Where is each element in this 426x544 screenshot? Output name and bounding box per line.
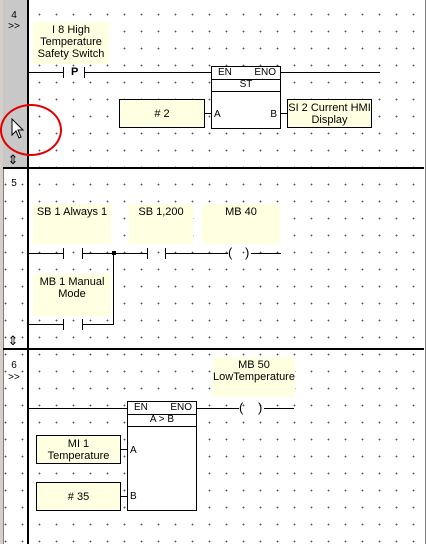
compare-function-block[interactable]: EN ENO A > B A B	[127, 401, 197, 511]
rung-separator	[3, 167, 424, 169]
pin-a-label: A	[130, 445, 137, 456]
positive-transition-symbol: P	[71, 66, 79, 78]
arrow-cursor-icon	[11, 117, 25, 143]
rung-4-contact-label[interactable]: I 8 High Temperature Safety Switch	[33, 22, 109, 64]
en-label: EN	[134, 402, 148, 413]
highlight-circle	[0, 104, 62, 156]
rung-5-resize-icon[interactable]: ⇕	[7, 333, 19, 348]
left-power-rail	[27, 0, 29, 544]
rung-4-resize-icon[interactable]: ⇕	[7, 152, 19, 167]
eno-label: ENO	[170, 402, 192, 413]
store-function-block[interactable]: EN ENO ST A B	[211, 66, 281, 129]
manual-mode-contact[interactable]	[63, 319, 64, 330]
rung-6-expand-icon[interactable]: >>	[8, 372, 20, 383]
rung-5-contact1-label[interactable]: SB 1 Always 1	[33, 204, 111, 244]
positive-transition-contact[interactable]	[63, 67, 64, 78]
pin-b-label: B	[270, 109, 277, 120]
rung-4-expand-icon[interactable]: >>	[8, 21, 20, 32]
mb50-coil[interactable]: (	[239, 400, 244, 415]
rung-5-contact2-label[interactable]: SB 1,200	[129, 204, 193, 244]
rung-5-contact3-label[interactable]: MB 1 Manual Mode	[33, 274, 111, 316]
en-label: EN	[218, 67, 232, 78]
rung-6-number: 6	[11, 360, 17, 371]
rung-separator	[3, 348, 424, 350]
rung-5-number: 5	[11, 178, 17, 189]
rung-6-input-a-operand[interactable]: MI 1 Temperature	[36, 435, 121, 464]
sb-1200-contact[interactable]	[147, 248, 148, 259]
rung-4-number: 4	[11, 10, 17, 21]
pin-b-label: B	[130, 491, 137, 502]
pin-a-label: A	[214, 109, 221, 120]
rung-5-coil-label[interactable]: MB 40	[202, 204, 280, 244]
always-1-contact[interactable]	[63, 248, 64, 259]
rung-4-output-b-operand[interactable]: SI 2 Current HMI Display	[287, 99, 372, 128]
mb40-coil[interactable]: (	[228, 245, 233, 260]
rung-6-coil-label[interactable]: MB 50 LowTemperature	[213, 357, 295, 397]
eno-label: ENO	[254, 67, 276, 78]
rung-6-input-b-operand[interactable]: # 35	[36, 482, 121, 511]
rung-5-gutter[interactable]	[3, 170, 28, 348]
block-title: A > B	[128, 414, 196, 427]
branch-junction	[112, 251, 116, 255]
rung-4-input-a-operand[interactable]: # 2	[119, 99, 205, 128]
block-title: ST	[212, 79, 280, 92]
